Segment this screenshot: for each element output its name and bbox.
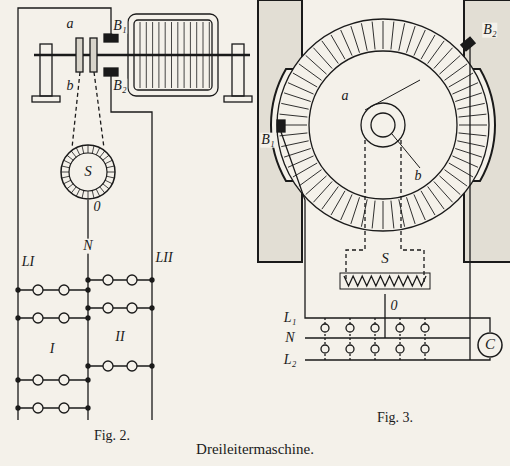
part-label: B₂	[482, 23, 497, 38]
node-label: S	[380, 251, 390, 267]
figure-number: Fig. 2.	[93, 429, 131, 444]
balancing-coil: S	[338, 251, 432, 293]
part-label: 0	[390, 299, 399, 314]
ring-armature	[258, 0, 510, 262]
part-label: a	[341, 89, 350, 104]
part-label: N	[284, 331, 295, 346]
caption: Dreileitermaschine.	[195, 442, 315, 458]
coil-ring: S	[60, 144, 116, 200]
part-label: B₁	[260, 133, 275, 148]
fig2-wiring	[16, 8, 154, 420]
part-label: LII	[154, 251, 173, 266]
motor-symbol: C	[477, 332, 503, 358]
part-label: II	[114, 330, 125, 345]
part-label: 0	[93, 200, 102, 215]
part-label: b	[66, 79, 75, 94]
part-label: B₂	[112, 79, 127, 94]
part-label: a	[66, 17, 75, 32]
part-label: L₁	[283, 311, 298, 326]
part-label: B₁	[112, 19, 127, 34]
part-label: I	[49, 342, 56, 357]
part-label: b	[414, 169, 423, 184]
machine-side-view	[32, 14, 252, 102]
part-label: L₂	[283, 353, 298, 368]
node-label: C	[484, 337, 496, 353]
part-label: LI	[21, 255, 35, 270]
fig3-wiring	[281, 46, 490, 360]
part-label: N	[82, 239, 93, 254]
figure-number: Fig. 3.	[376, 411, 414, 426]
node-label: S	[83, 164, 93, 180]
